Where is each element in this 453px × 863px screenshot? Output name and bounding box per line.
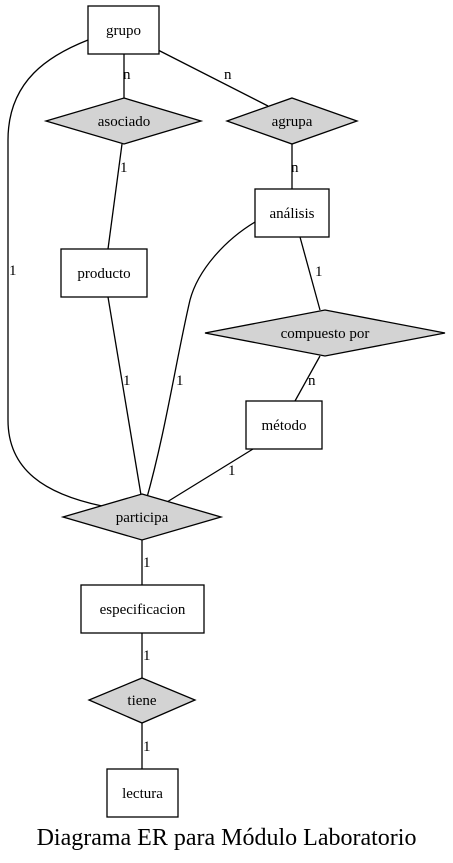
relationship-shape-tiene [87,677,197,724]
cardinality-analisis-participa: 1 [176,373,184,389]
edge-metodo-participa [166,448,254,503]
cardinality-agrupa-analisis: n [291,160,299,176]
edge-compuesto-metodo [294,355,321,402]
entity-grupo[interactable]: grupo [87,5,160,55]
relationship-label-asociado: asociado [98,114,150,130]
edges [7,39,321,769]
relationship-agrupa[interactable]: agrupa [225,97,359,145]
entity-metodo[interactable]: método [245,400,323,450]
relationship-tiene[interactable]: tiene [87,677,197,724]
entity-label-especificacion: especificacion [100,602,186,618]
cardinality-grupo-agrupa: n [224,67,232,83]
edge-grupo-participa [7,39,103,507]
cardinality-compuesto-metodo: n [308,373,316,389]
relationship-label-participa: participa [116,510,169,526]
cardinality-producto-participa: 1 [123,373,131,389]
diagram-caption: Diagrama ER para Módulo Laboratorio [37,825,417,851]
relationship-shape-agrupa [225,97,359,145]
edge-grupo-agrupa [157,49,269,107]
edge-producto-participa [107,296,143,502]
edge-analisis-compuesto [299,236,321,311]
edge-analisis-participa [145,221,256,502]
cardinality-tiene-lectura: 1 [143,739,151,755]
edge-asociado-producto [107,143,123,250]
entity-label-producto: producto [77,266,130,282]
relationship-compuesto-por[interactable]: compuesto por [204,309,446,357]
relationship-shape-compuesto-por [204,309,446,357]
relationship-shape-asociado [43,97,204,145]
cardinality-asociado-producto: 1 [120,160,128,176]
cardinality-labels: n n 1 n 1 1 1 1 n 1 1 1 1 [9,67,323,755]
relationship-asociado[interactable]: asociado [43,97,204,145]
cardinality-grupo-participa: 1 [9,263,17,279]
entity-label-analisis: análisis [270,206,315,222]
relationship-shape-participa [60,493,224,541]
relationship-label-agrupa: agrupa [272,114,313,130]
entity-label-grupo: grupo [106,23,141,39]
entity-lectura[interactable]: lectura [106,768,179,818]
entity-analisis[interactable]: análisis [254,188,330,238]
cardinality-participa-especificacion: 1 [143,555,151,571]
cardinality-grupo-asociado: n [123,67,131,83]
entity-label-lectura: lectura [122,786,163,802]
entity-label-metodo: método [262,418,307,434]
entity-especificacion[interactable]: especificacion [80,584,205,634]
relationship-label-compuesto-por: compuesto por [281,326,370,342]
cardinality-especificacion-tiene: 1 [143,648,151,664]
cardinality-metodo-participa: 1 [228,463,236,479]
entity-producto[interactable]: producto [60,248,148,298]
cardinality-analisis-compuesto: 1 [315,264,323,280]
relationship-label-tiene: tiene [127,693,156,709]
relationship-participa[interactable]: participa [60,493,224,541]
